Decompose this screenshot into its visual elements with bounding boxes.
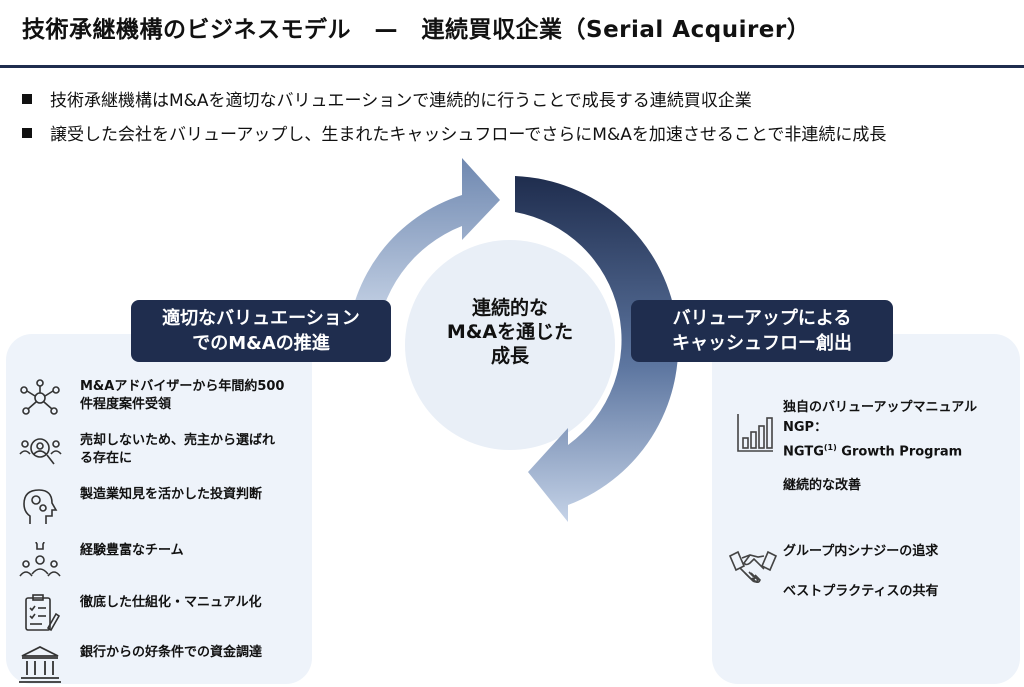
- right-group-2-line-1: グループ内シナジーの追求: [783, 544, 939, 559]
- footnote-marker: (1): [823, 443, 837, 452]
- bullet-square-icon: [22, 128, 32, 138]
- left-badge-line-2: でのM&Aの推進: [192, 333, 330, 354]
- growth-program-label: Growth Program: [836, 444, 963, 460]
- left-item-3-line-1: 製造業知見を活かした投資判断: [80, 487, 263, 502]
- left-item-2-line-1: 売却しないため、売主から選ばれ: [80, 433, 276, 448]
- title-divider: [0, 65, 1024, 68]
- right-group-1-line-2: NGP：: [783, 420, 828, 435]
- left-item-1-line-1: M&Aアドバイザーから年間約500: [80, 379, 285, 394]
- growth-chart-icon: [737, 414, 773, 452]
- bank-icon: [19, 645, 61, 683]
- center-line-3: 成長: [490, 345, 529, 367]
- left-item-6: 銀行からの好条件での資金調達: [18, 642, 310, 686]
- right-group-1-line-1: 独自のバリューアップマニュアル: [783, 400, 978, 415]
- left-item-5-line-1: 徹底した仕組化・マニュアル化: [80, 595, 262, 610]
- right-group-1-line-3: NGTG(1) Growth Program: [783, 438, 977, 462]
- center-line-2: M&Aを通じた: [446, 321, 574, 343]
- left-item-4-line-1: 経験豊富なチーム: [80, 543, 184, 558]
- left-item-1-line-2: 件程度案件受領: [80, 397, 172, 412]
- network-icon: [20, 379, 60, 415]
- upper-left-arrow: [347, 158, 500, 345]
- left-item-4: 経験豊富なチーム: [18, 540, 310, 584]
- ngtg-label: NGTG: [783, 444, 824, 460]
- right-group-1-text: 独自のバリューアップマニュアル NGP： NGTG(1) Growth Prog…: [783, 398, 977, 462]
- bullet-2-text: 譲受した会社をバリューアップし、生まれたキャッシュフローでさらにM&Aを加速させ…: [50, 125, 887, 145]
- head-gears-icon: [23, 489, 58, 524]
- left-item-4-text: 経験豊富なチーム: [80, 542, 315, 560]
- left-item-1-text: M&Aアドバイザーから年間約500 件程度案件受領: [80, 378, 315, 414]
- team-idea-icon: [19, 542, 61, 577]
- left-item-2-text: 売却しないため、売主から選ばれ る存在に: [80, 432, 315, 468]
- left-item-2-line-2: る存在に: [80, 451, 133, 466]
- right-badge-line-2: キャッシュフロー創出: [672, 333, 852, 354]
- center-label: 連続的な M&Aを通じた 成長: [405, 296, 615, 368]
- right-arrow: [515, 176, 679, 522]
- handshake-icon: [728, 550, 778, 584]
- left-item-5-text: 徹底した仕組化・マニュアル化: [80, 594, 315, 612]
- left-item-5: 徹底した仕組化・マニュアル化: [18, 592, 310, 636]
- right-panel: [712, 334, 1020, 684]
- left-item-2: 売却しないため、売主から選ばれ る存在に: [18, 430, 310, 474]
- right-group-1-line-4: 継続的な改善: [783, 478, 862, 493]
- left-badge: 適切なバリュエーション でのM&Aの推進: [131, 300, 391, 362]
- right-badge-line-1: バリューアップによる: [672, 308, 852, 329]
- people-search-icon: [19, 438, 62, 465]
- left-item-3-text: 製造業知見を活かした投資判断: [80, 486, 315, 504]
- left-item-6-text: 銀行からの好条件での資金調達: [80, 644, 315, 662]
- bullet-1: 技術承継機構はM&Aを適切なバリュエーションで連続的に行うことで成長する連続買収…: [22, 86, 752, 111]
- left-badge-line-1: 適切なバリュエーション: [162, 308, 360, 329]
- right-group-2-line-2: ベストプラクティスの共有: [783, 584, 939, 599]
- bullet-square-icon: [22, 94, 32, 104]
- bullet-1-text: 技術承継機構はM&Aを適切なバリュエーションで連続的に行うことで成長する連続買収…: [50, 91, 752, 111]
- right-badge: バリューアップによる キャッシュフロー創出: [631, 300, 893, 362]
- center-line-1: 連続的な: [471, 297, 548, 319]
- left-item-6-line-1: 銀行からの好条件での資金調達: [80, 645, 263, 660]
- left-item-1: M&Aアドバイザーから年間約500 件程度案件受領: [18, 376, 310, 420]
- bullet-2: 譲受した会社をバリューアップし、生まれたキャッシュフローでさらにM&Aを加速させ…: [22, 120, 886, 145]
- page-title: 技術承継機構のビジネスモデル — 連続買収企業（Serial Acquirer）: [22, 17, 811, 43]
- left-item-3: 製造業知見を活かした投資判断: [18, 484, 310, 528]
- center-circle: [405, 240, 615, 450]
- checklist-icon: [25, 594, 61, 632]
